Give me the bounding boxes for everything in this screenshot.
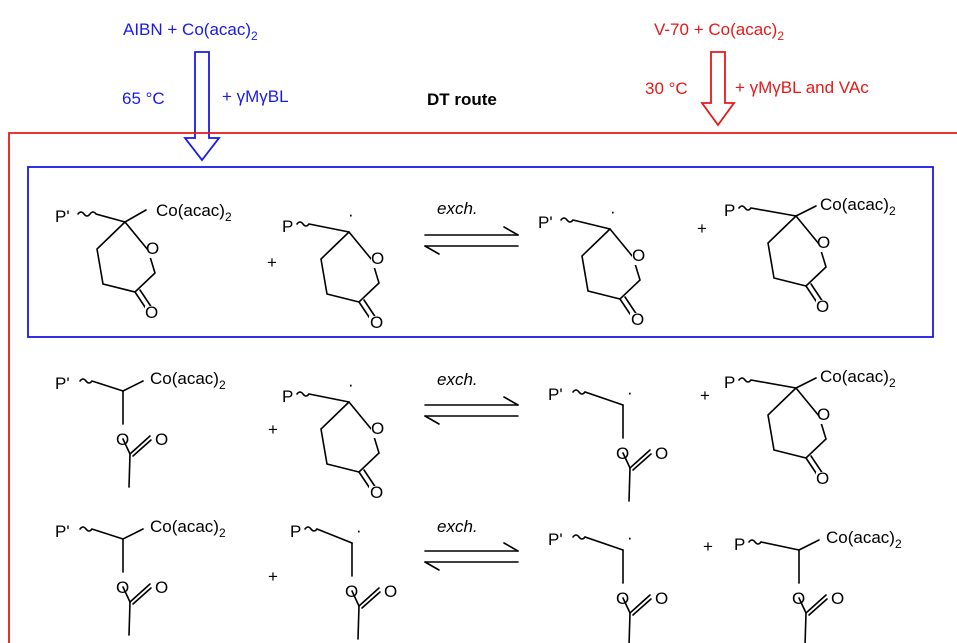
vac-radical-p-prime: P' · O O xyxy=(548,383,668,502)
reaction-row-2: P' Co(acac)2 O O + P · O O exch. P' xyxy=(55,367,896,505)
right-down-arrow xyxy=(700,51,736,127)
exchange-arrows: exch. xyxy=(424,199,519,255)
blue-frame xyxy=(27,166,934,338)
left-reagents: AIBN + Co(acac)2 xyxy=(123,20,258,43)
svg-text:+: + xyxy=(697,219,707,238)
svg-text:O: O xyxy=(655,444,668,463)
svg-text:P: P xyxy=(734,535,745,554)
svg-text:·: · xyxy=(348,375,354,394)
svg-text:P: P xyxy=(290,522,301,541)
lactone-radical-p-row2: P · O O xyxy=(282,375,386,505)
svg-text:O: O xyxy=(616,589,629,608)
vac-radical-p-prime-row3: P' · O O xyxy=(548,528,668,643)
svg-text:P: P xyxy=(724,373,735,392)
svg-text:+: + xyxy=(703,537,713,556)
svg-text:P: P xyxy=(282,217,293,236)
lactone-radical-p: P · O O xyxy=(282,205,386,335)
svg-text:·: · xyxy=(356,521,362,540)
svg-text:O: O xyxy=(371,419,384,438)
svg-text:P': P' xyxy=(55,374,70,393)
svg-text:O: O xyxy=(631,310,644,329)
svg-text:P: P xyxy=(724,201,735,220)
left-conditions: AIBN + Co(acac)2 65 °C + γMγBL xyxy=(122,20,289,162)
red-frame xyxy=(8,132,957,643)
left-down-arrow xyxy=(183,51,221,162)
right-conditions: V-70 + Co(acac)2 30 °C + γMγBL and VAc xyxy=(645,20,869,127)
svg-text:+: + xyxy=(268,567,278,586)
exchange-arrows-row2: exch. xyxy=(424,370,519,425)
lactone-dormant-p: P Co(acac)2 O O xyxy=(724,195,896,319)
svg-text:O: O xyxy=(370,313,383,332)
right-reagents: V-70 + Co(acac)2 xyxy=(654,20,784,43)
svg-text:O: O xyxy=(817,405,830,424)
route-label: DT route xyxy=(427,90,497,109)
vac-dormant-p-prime: P' Co(acac)2 O O xyxy=(55,369,226,488)
svg-text:O: O xyxy=(145,303,158,322)
svg-text:Co(acac)2: Co(acac)2 xyxy=(150,517,226,540)
svg-text:O: O xyxy=(816,469,829,488)
svg-text:O: O xyxy=(155,430,168,449)
svg-text:O: O xyxy=(370,483,383,502)
svg-text:P': P' xyxy=(55,207,70,226)
svg-text:O: O xyxy=(632,246,645,265)
svg-text:P': P' xyxy=(548,385,563,404)
svg-text:exch.: exch. xyxy=(437,517,478,536)
svg-text:exch.: exch. xyxy=(437,199,478,218)
svg-text:+: + xyxy=(700,386,710,405)
svg-text:·: · xyxy=(348,205,354,224)
svg-text:O: O xyxy=(831,589,844,608)
svg-text:O: O xyxy=(371,249,384,268)
svg-text:O: O xyxy=(816,297,829,316)
svg-text:Co(acac)2: Co(acac)2 xyxy=(826,528,902,551)
reaction-row-1: P' Co(acac)2 O O + P · O O exch. P' xyxy=(55,195,896,335)
svg-text:O: O xyxy=(155,578,168,597)
svg-text:P': P' xyxy=(548,530,563,549)
vac-dormant-p-prime-row3: P' Co(acac)2 O O xyxy=(55,517,226,636)
svg-text:O: O xyxy=(116,578,129,597)
svg-text:P: P xyxy=(282,387,293,406)
lactone-radical-p-prime: P' · O O xyxy=(538,202,647,332)
svg-text:Co(acac)2: Co(acac)2 xyxy=(820,195,896,218)
svg-text:P': P' xyxy=(538,213,553,232)
svg-text:O: O xyxy=(116,430,129,449)
svg-text:Co(acac)2: Co(acac)2 xyxy=(150,369,226,392)
lactone-dormant-p-row2: P Co(acac)2 O O xyxy=(724,367,896,491)
svg-text:Co(acac)2: Co(acac)2 xyxy=(156,201,232,224)
svg-text:O: O xyxy=(792,589,805,608)
left-additive: + γMγBL xyxy=(222,87,289,106)
left-temperature: 65 °C xyxy=(122,89,165,108)
svg-text:O: O xyxy=(817,233,830,252)
svg-text:·: · xyxy=(627,528,633,547)
svg-text:+: + xyxy=(268,420,278,439)
exchange-arrows-row3: exch. xyxy=(424,517,519,571)
svg-text:exch.: exch. xyxy=(437,370,478,389)
lactone-dormant-p-prime: P' Co(acac)2 O O xyxy=(55,201,232,325)
right-temperature: 30 °C xyxy=(645,79,688,98)
svg-text:O: O xyxy=(345,582,358,601)
svg-text:·: · xyxy=(610,202,616,221)
svg-text:O: O xyxy=(146,239,159,258)
right-additive: + γMγBL and VAc xyxy=(735,78,869,97)
vac-dormant-p: P Co(acac)2 O O xyxy=(734,528,902,643)
svg-text:O: O xyxy=(384,582,397,601)
svg-text:O: O xyxy=(655,589,668,608)
svg-text:P': P' xyxy=(55,522,70,541)
svg-text:Co(acac)2: Co(acac)2 xyxy=(820,367,896,390)
svg-text:O: O xyxy=(616,444,629,463)
svg-text:·: · xyxy=(627,383,633,402)
reaction-row-3: P' Co(acac)2 O O + P · O O exch. P' xyxy=(55,517,902,643)
vac-radical-p: P · O O xyxy=(290,521,397,640)
svg-text:+: + xyxy=(267,253,277,272)
